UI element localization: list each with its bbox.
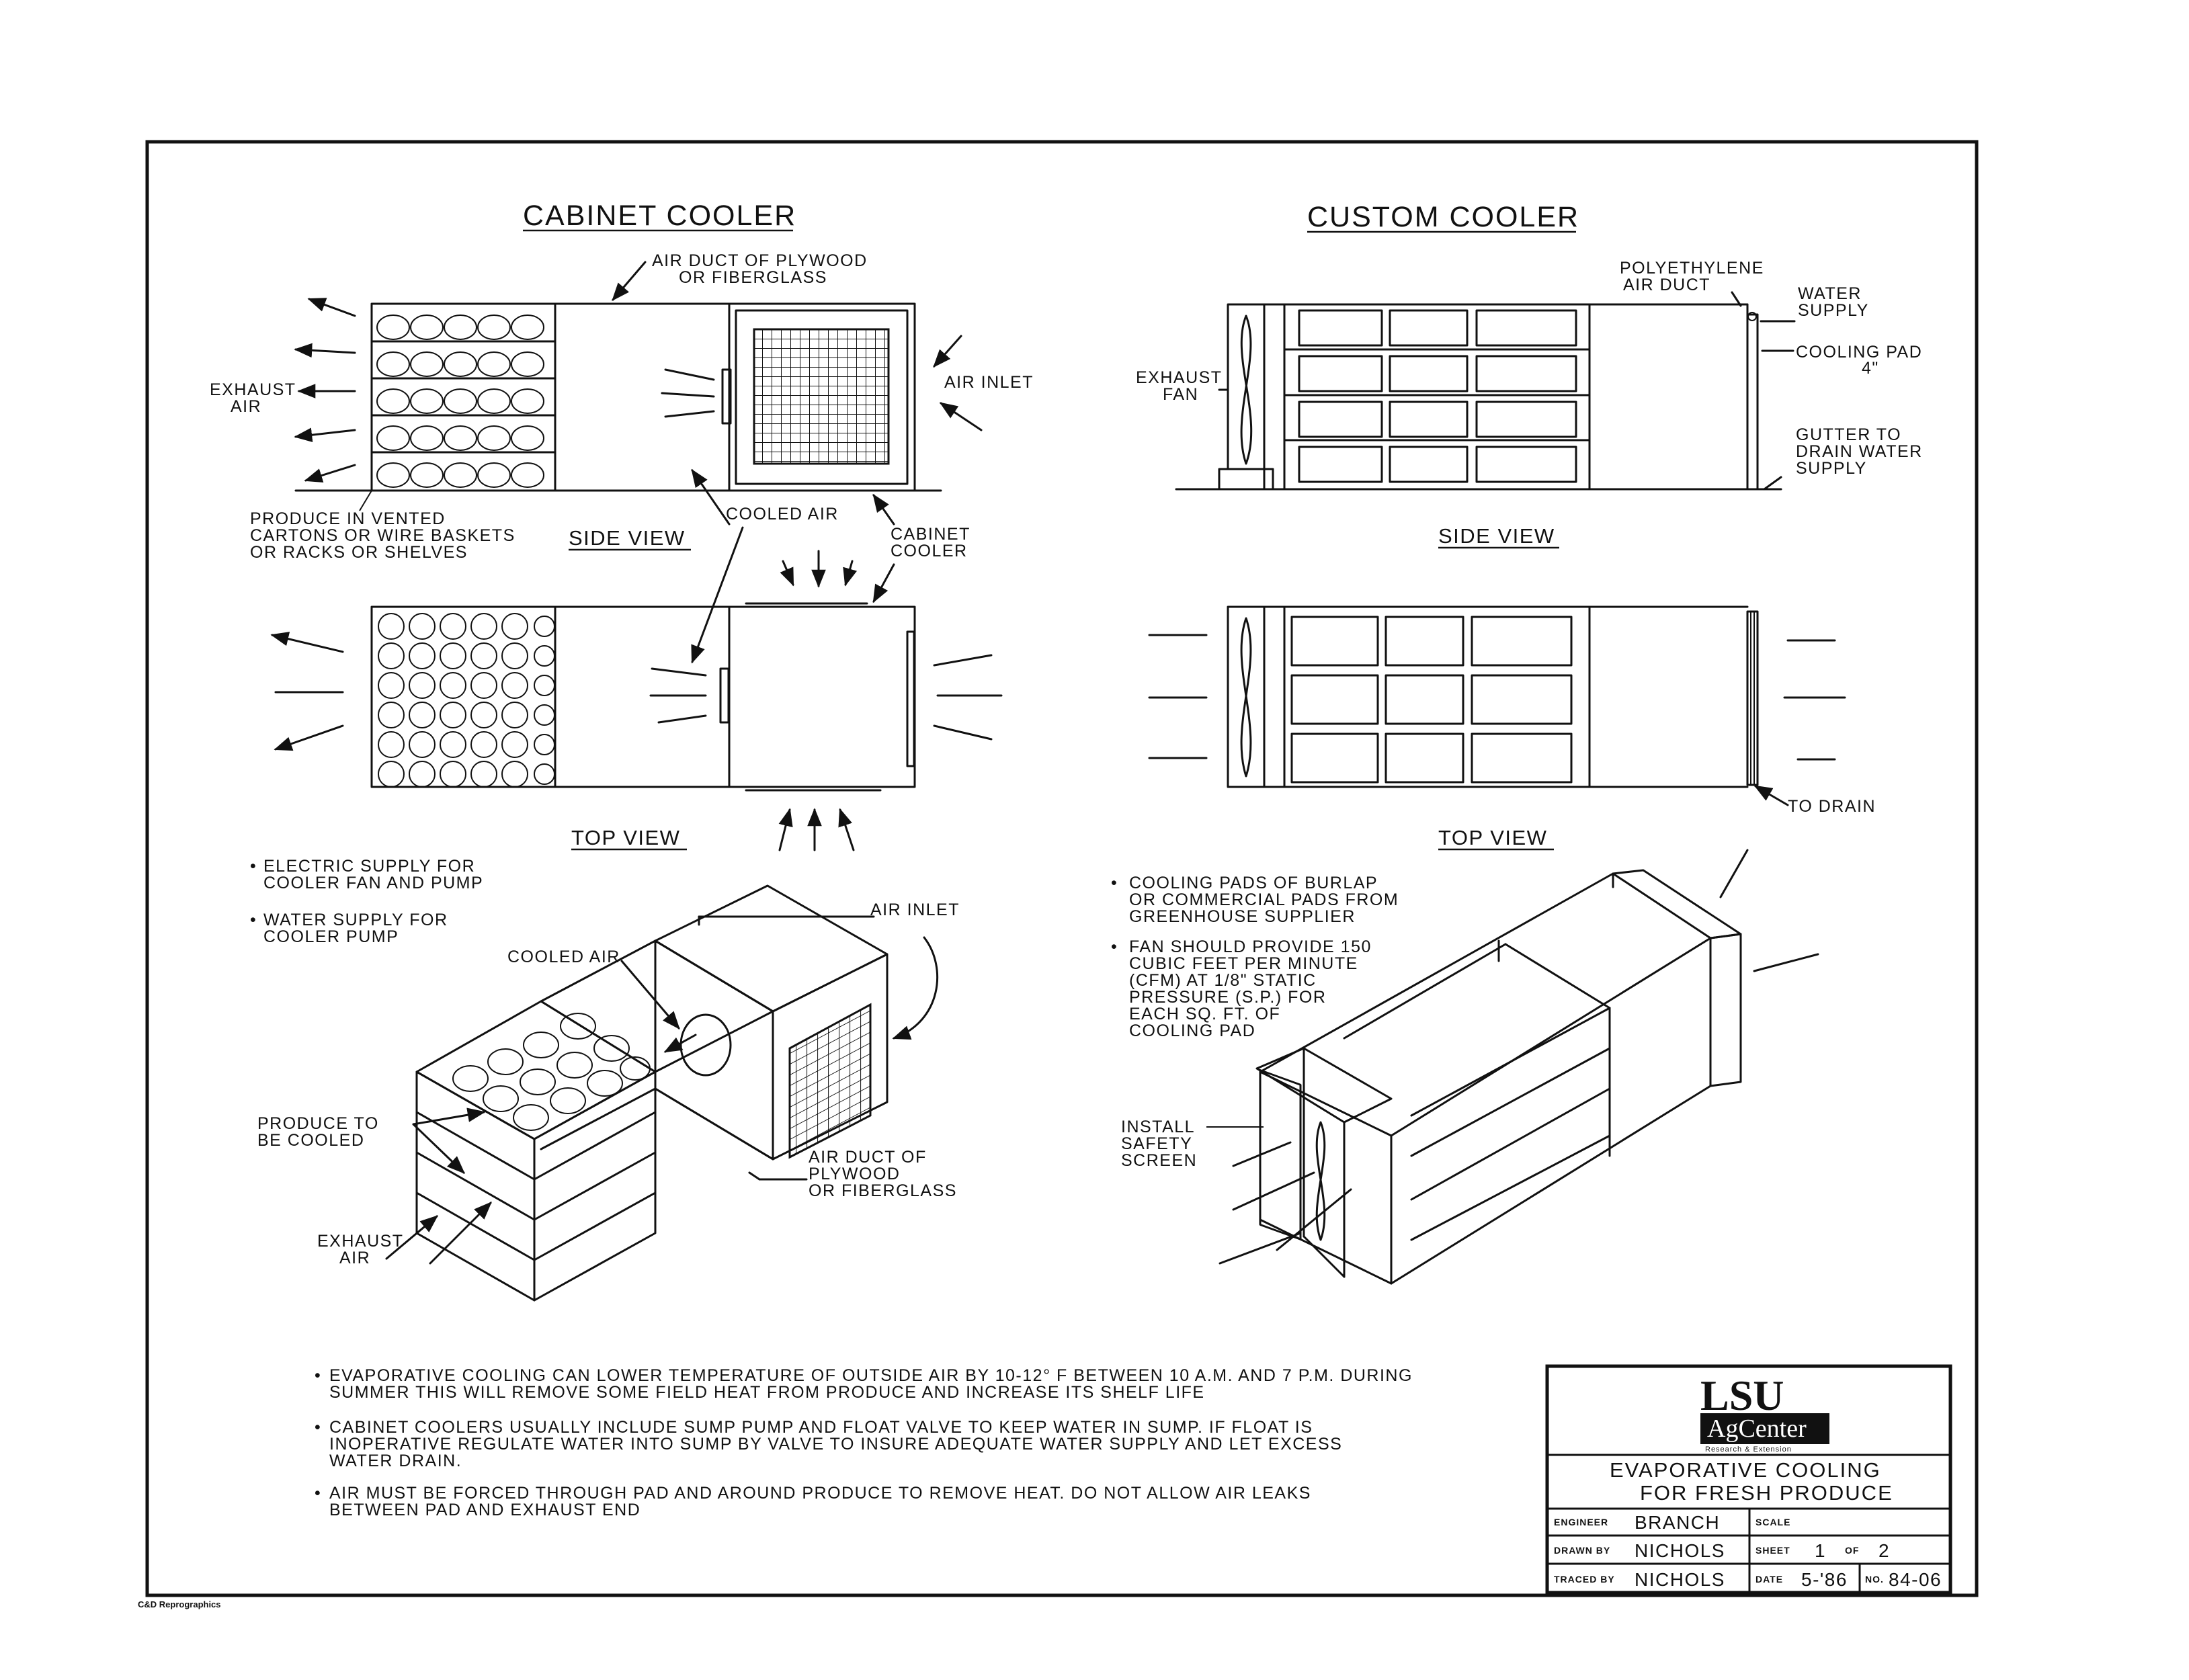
- custom-isometric: [1206, 849, 1819, 1285]
- cabinet-cooler-label: CABINET COOLER: [891, 525, 976, 560]
- svg-text:LSU: LSU: [1700, 1372, 1784, 1419]
- cabinet-cooler-section: CABINET COOLER: [210, 200, 1034, 1302]
- produce-side-icons: [376, 314, 544, 488]
- cabinet-bullet-electric: • ELECTRIC SUPPLY FOR COOLER FAN AND PUM…: [250, 857, 483, 892]
- svg-text:Research & Extension: Research & Extension: [1705, 1445, 1792, 1454]
- drawing-title: EVAPORATIVE COOLING FOR FRESH PRODUCE: [1610, 1458, 1893, 1505]
- of-value: 2: [1878, 1540, 1890, 1561]
- svg-text:AgCenter: AgCenter: [1707, 1415, 1807, 1443]
- exhaust-fan-label: EXHAUST FAN: [1136, 368, 1228, 404]
- cabinet-bullet-water: • WATER SUPPLY FOR COOLER PUMP: [250, 911, 454, 946]
- traced-by-value: NICHOLS: [1635, 1569, 1725, 1590]
- custom-side-view-label: SIDE VIEW: [1438, 524, 1555, 548]
- custom-side-view: [1175, 291, 1796, 491]
- date-label: DATE: [1756, 1574, 1783, 1585]
- notes-block: • EVAPORATIVE COOLING CAN LOWER TEMPERAT…: [315, 1366, 1418, 1519]
- number-value: 84-06: [1889, 1569, 1942, 1590]
- iso-air-inlet-label: AIR INLET: [870, 900, 960, 919]
- engineer-value: BRANCH: [1635, 1512, 1720, 1533]
- sheet-value: 1: [1815, 1540, 1826, 1561]
- produce-label: PRODUCE IN VENTED CARTONS OR WIRE BASKET…: [250, 509, 521, 562]
- note-3: • AIR MUST BE FORCED THROUGH PAD AND ARO…: [315, 1484, 1317, 1519]
- gutter-label: GUTTER TO DRAIN WATER SUPPLY: [1796, 425, 1928, 478]
- drawn-by-label: DRAWN BY: [1554, 1545, 1610, 1556]
- cabinet-top-view: [270, 550, 1003, 851]
- sheet-border: [145, 140, 1979, 1597]
- cabinet-title: CABINET COOLER: [523, 200, 796, 232]
- lsu-agcenter-logo: LSU AgCenter Research & Extension: [1700, 1372, 1829, 1454]
- iso-exhaust-label: EXHAUST AIR: [317, 1232, 409, 1267]
- number-label: NO.: [1865, 1574, 1884, 1585]
- exhaust-air-label: EXHAUST AIR: [210, 380, 302, 416]
- cabinet-side-view-label: SIDE VIEW: [569, 526, 686, 550]
- note-1: • EVAPORATIVE COOLING CAN LOWER TEMPERAT…: [315, 1366, 1418, 1402]
- of-label: OF: [1845, 1545, 1859, 1556]
- engineer-label: ENGINEER: [1554, 1517, 1608, 1527]
- sheet-label: SHEET: [1756, 1545, 1790, 1556]
- safety-screen-label: INSTALL SAFETY SCREEN: [1121, 1118, 1200, 1170]
- air-inlet-label: AIR INLET: [944, 373, 1034, 392]
- custom-cooler-section: CUSTOM COOLER: [1111, 201, 1928, 1285]
- custom-top-view-label: TOP VIEW: [1438, 826, 1547, 849]
- poly-duct-label: POLYETHYLENE AIR DUCT: [1620, 259, 1770, 294]
- to-drain-label: TO DRAIN: [1788, 797, 1876, 816]
- traced-by-label: TRACED BY: [1554, 1574, 1615, 1585]
- iso-cooled-air-label: COOLED AIR: [507, 948, 620, 966]
- custom-bullet-pads: • COOLING PADS OF BURLAP OR COMMERCIAL P…: [1111, 874, 1405, 926]
- footer-credit: C&D Reprographics: [138, 1599, 221, 1609]
- air-duct-label: AIR DUCT OF PLYWOOD OR FIBERGLASS: [652, 251, 873, 287]
- title-block: LSU AgCenter Research & Extension EVAPOR…: [1545, 1364, 1952, 1595]
- custom-top-view: [1148, 605, 1846, 806]
- date-value: 5-'86: [1801, 1569, 1848, 1590]
- iso-produce-label: PRODUCE TO BE COOLED: [257, 1114, 384, 1150]
- cabinet-isometric: [385, 884, 938, 1302]
- scale-label: SCALE: [1756, 1517, 1790, 1527]
- drawn-by-value: NICHOLS: [1635, 1540, 1725, 1561]
- cabinet-top-view-label: TOP VIEW: [571, 826, 680, 849]
- produce-iso-icons: [452, 1013, 651, 1131]
- cabinet-side-view: [294, 261, 983, 511]
- cooling-pad-label: COOLING PAD 4": [1796, 343, 1928, 378]
- produce-top-icons: [378, 613, 555, 788]
- custom-bullet-fan: • FAN SHOULD PROVIDE 150 CUBIC FEET PER …: [1111, 937, 1377, 1040]
- water-supply-label: WATER SUPPLY: [1798, 284, 1869, 320]
- cooled-air-label: COOLED AIR: [726, 505, 839, 523]
- note-2: • CABINET COOLERS USUALLY INCLUDE SUMP P…: [315, 1418, 1348, 1470]
- iso-duct-label: AIR DUCT OF PLYWOOD OR FIBERGLASS: [809, 1148, 957, 1200]
- custom-title: CUSTOM COOLER: [1307, 201, 1579, 233]
